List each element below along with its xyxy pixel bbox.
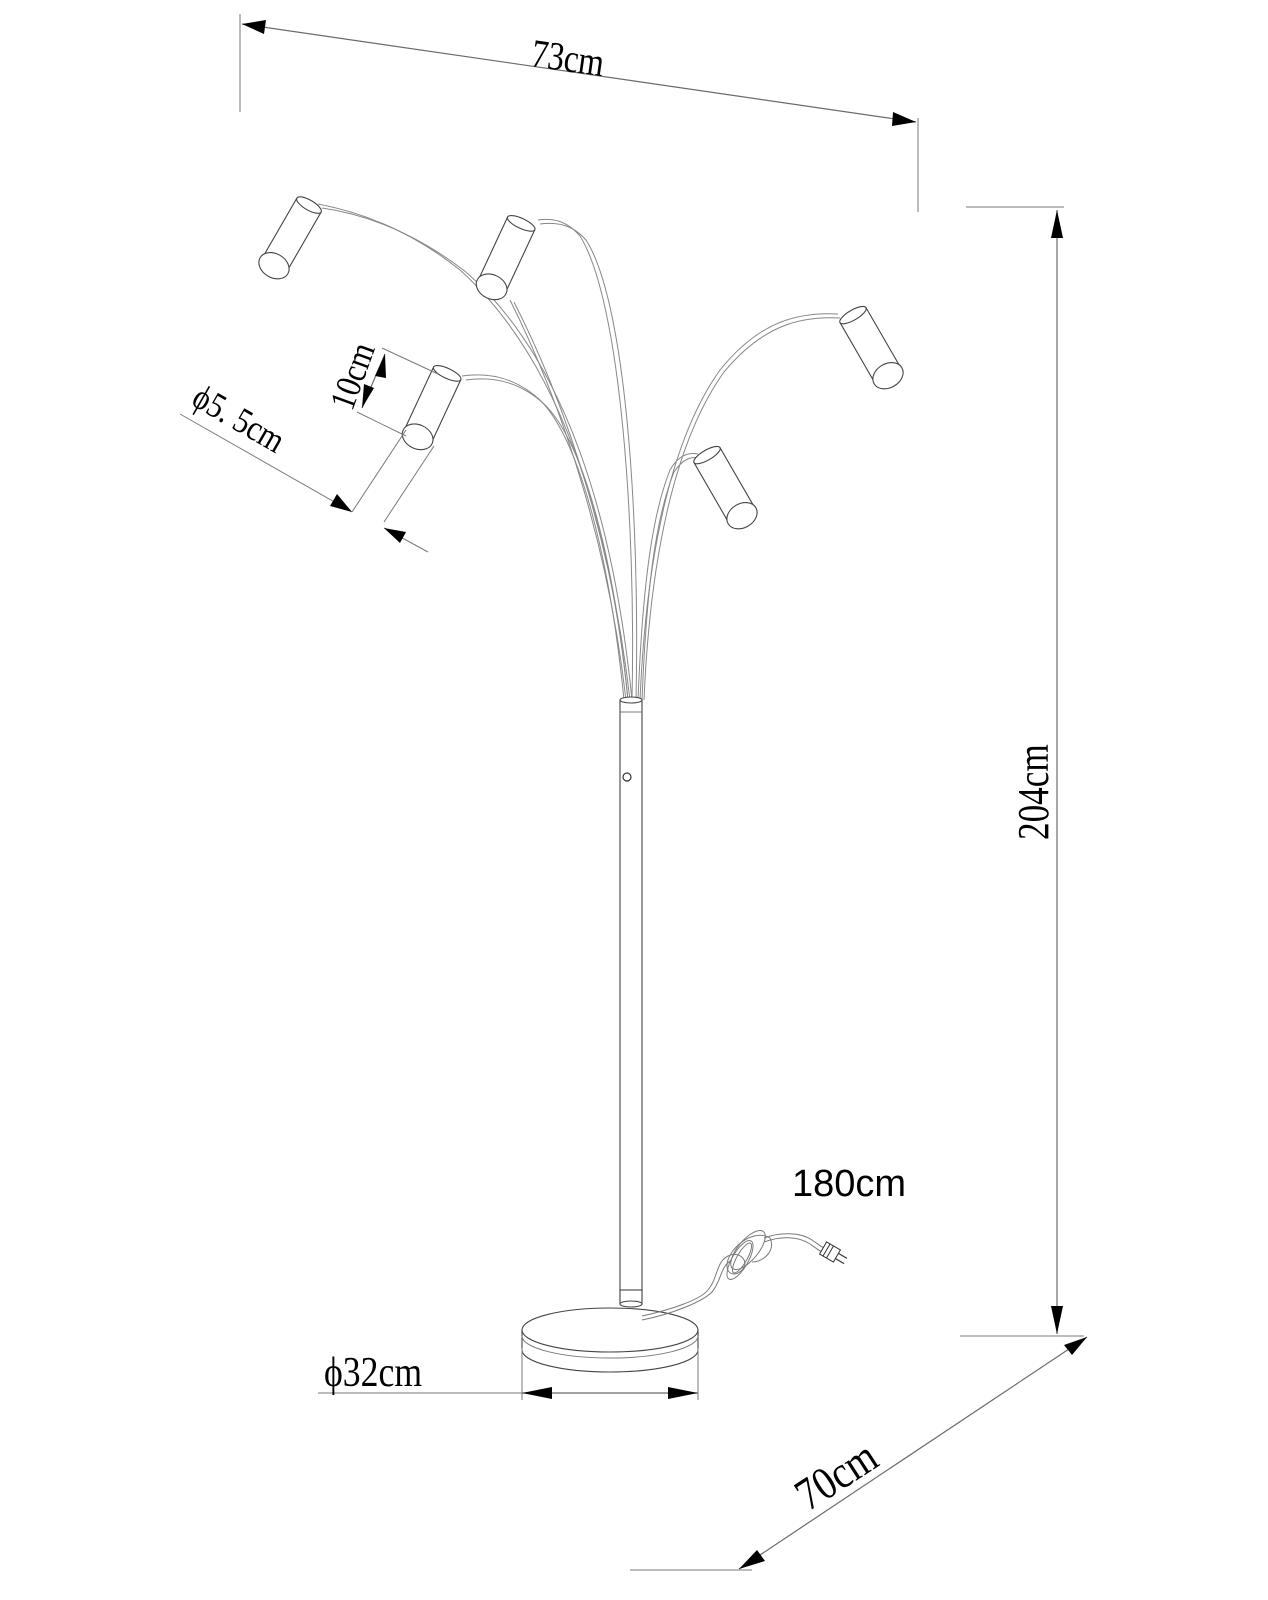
dimension-width-top: 73cm (239, 14, 919, 212)
lamp-pole (619, 696, 643, 1306)
label-shade-length: 10cm (323, 337, 384, 415)
dimension-shade: 10cm ϕ5. 5cm (179, 337, 439, 553)
shade-5 (693, 445, 758, 530)
shade-4 (839, 305, 904, 390)
label-base-diameter: ϕ32cm (324, 1349, 422, 1395)
shade-1 (258, 196, 322, 280)
dimension-height: 204cm (960, 206, 1084, 1337)
switch-icon (622, 772, 632, 782)
dimension-base: ϕ32cm (318, 1348, 699, 1400)
plug-icon (818, 1241, 848, 1265)
label-cable-length: 180cm (792, 1163, 906, 1205)
lamp-base (521, 1289, 699, 1373)
dimension-depth: 70cm (630, 1336, 1088, 1571)
lamp-arms (317, 203, 841, 701)
label-depth: 70cm (786, 1431, 886, 1521)
label-height: 204cm (1008, 744, 1058, 840)
power-cable (641, 1230, 825, 1321)
label-width-top: 73cm (529, 30, 607, 85)
label-shade-diameter: ϕ5. 5cm (186, 377, 292, 461)
shade-3 (401, 365, 462, 451)
shade-2 (475, 215, 536, 301)
